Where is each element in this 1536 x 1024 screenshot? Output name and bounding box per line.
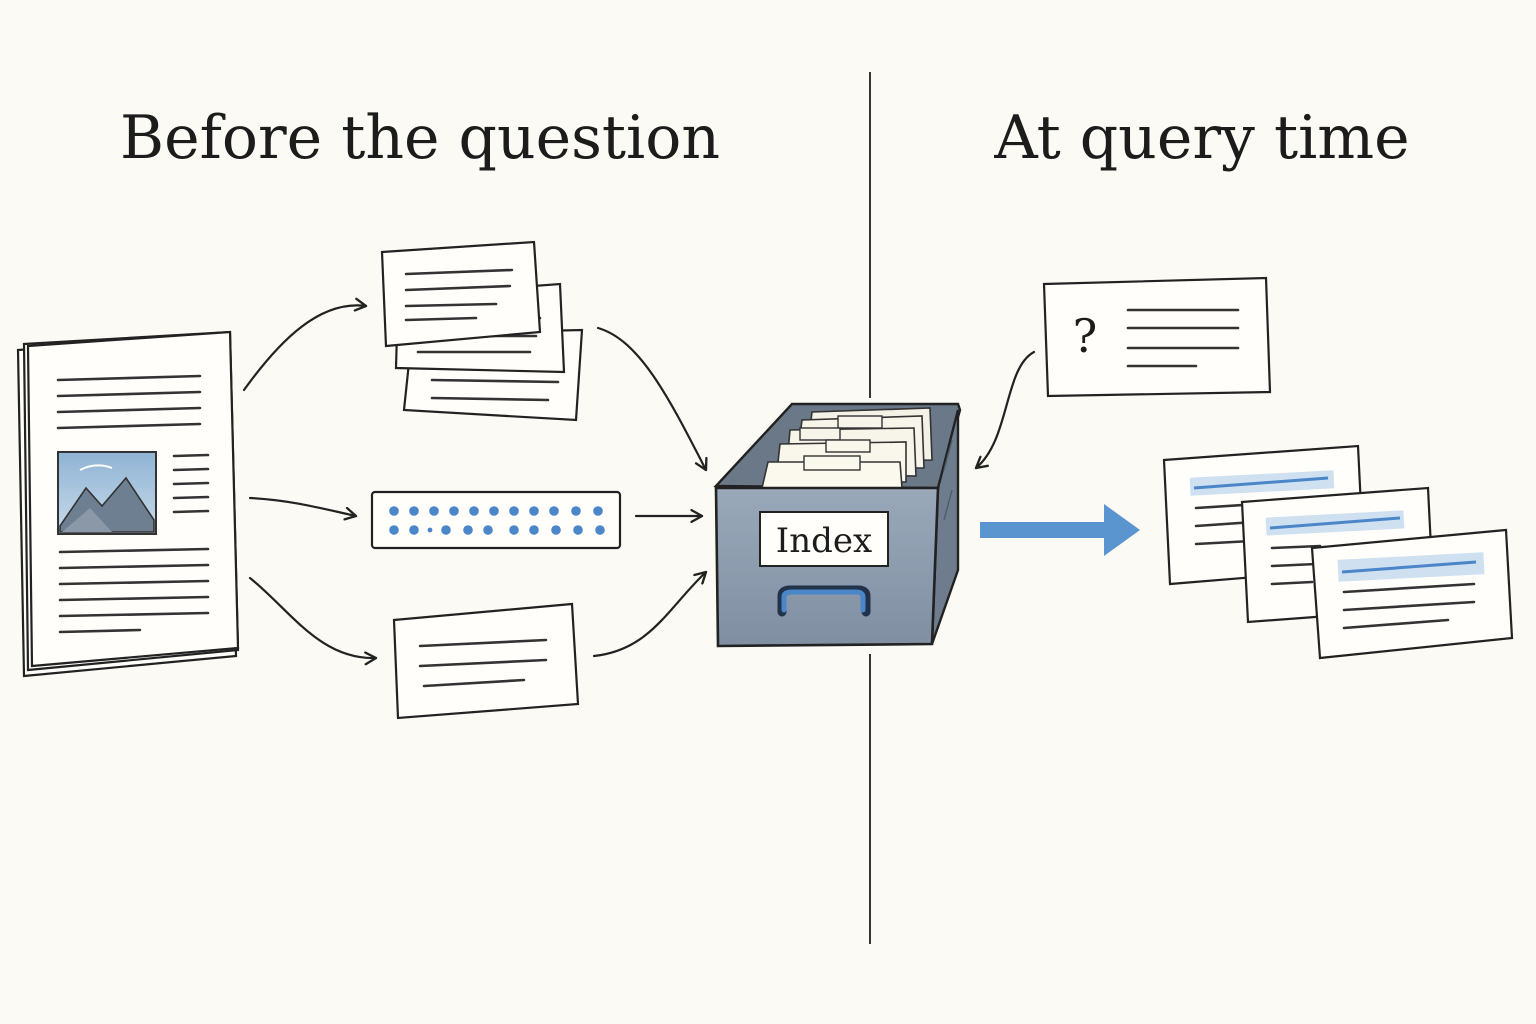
question-card-icon: ? (1042, 276, 1272, 398)
arrow-doc-to-embedding (248, 496, 358, 521)
arrow-summary-to-index (592, 570, 708, 658)
retrieve-arrow-icon (980, 504, 1140, 556)
highlighted-result-cards-icon (1162, 444, 1514, 660)
document-with-image-icon (16, 330, 240, 678)
arrow-chunks-to-index (596, 326, 708, 472)
text-card-stack-icon (380, 240, 584, 422)
vector-dots-icon (370, 490, 622, 550)
arrow-query-to-index (974, 350, 1036, 470)
heading-query-time: At query time (993, 103, 1409, 173)
text-card-icon (392, 602, 580, 720)
arrow-doc-to-chunks (242, 297, 368, 392)
heading-before-question: Before the question (120, 103, 720, 173)
arrow-doc-to-summary (248, 576, 378, 666)
file-drawer-icon: Index (713, 402, 962, 648)
query-symbol: ? (1073, 309, 1098, 363)
index-label: Index (776, 521, 872, 561)
